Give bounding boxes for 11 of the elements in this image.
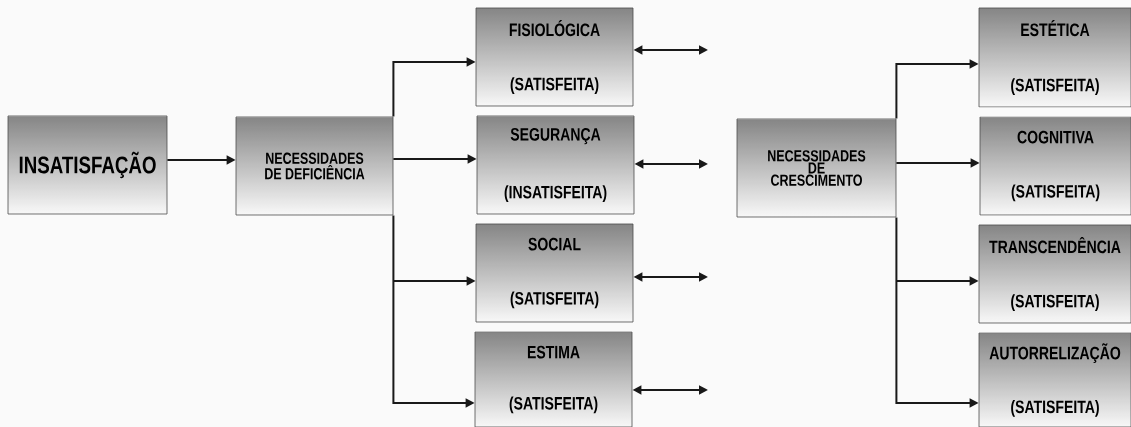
need-box: INSATISFAÇÃO [7, 115, 168, 215]
need-box: FISIOLÓGICA (SATISFEITA) [475, 7, 634, 107]
need-box: ESTÉTICA (SATISFEITA) [978, 7, 1131, 108]
need-box: NECESSIDADES DE CRESCIMENTO [736, 118, 897, 218]
need-box: SEGURANÇA (INSATISFEITA) [476, 115, 635, 215]
need-box: AUTORRELIZAÇÃO (SATISFEITA) [978, 332, 1131, 427]
need-box: ESTIMA (SATISFEITA) [474, 331, 633, 427]
need-box: TRANSCENDÊNCIA (SATISFEITA) [978, 224, 1131, 324]
need-box: COGNITIVA (SATISFEITA) [979, 116, 1131, 216]
need-box: NECESSIDADES DE DEFICIÊNCIA [235, 116, 394, 216]
need-box: SOCIAL (SATISFEITA) [475, 223, 634, 323]
